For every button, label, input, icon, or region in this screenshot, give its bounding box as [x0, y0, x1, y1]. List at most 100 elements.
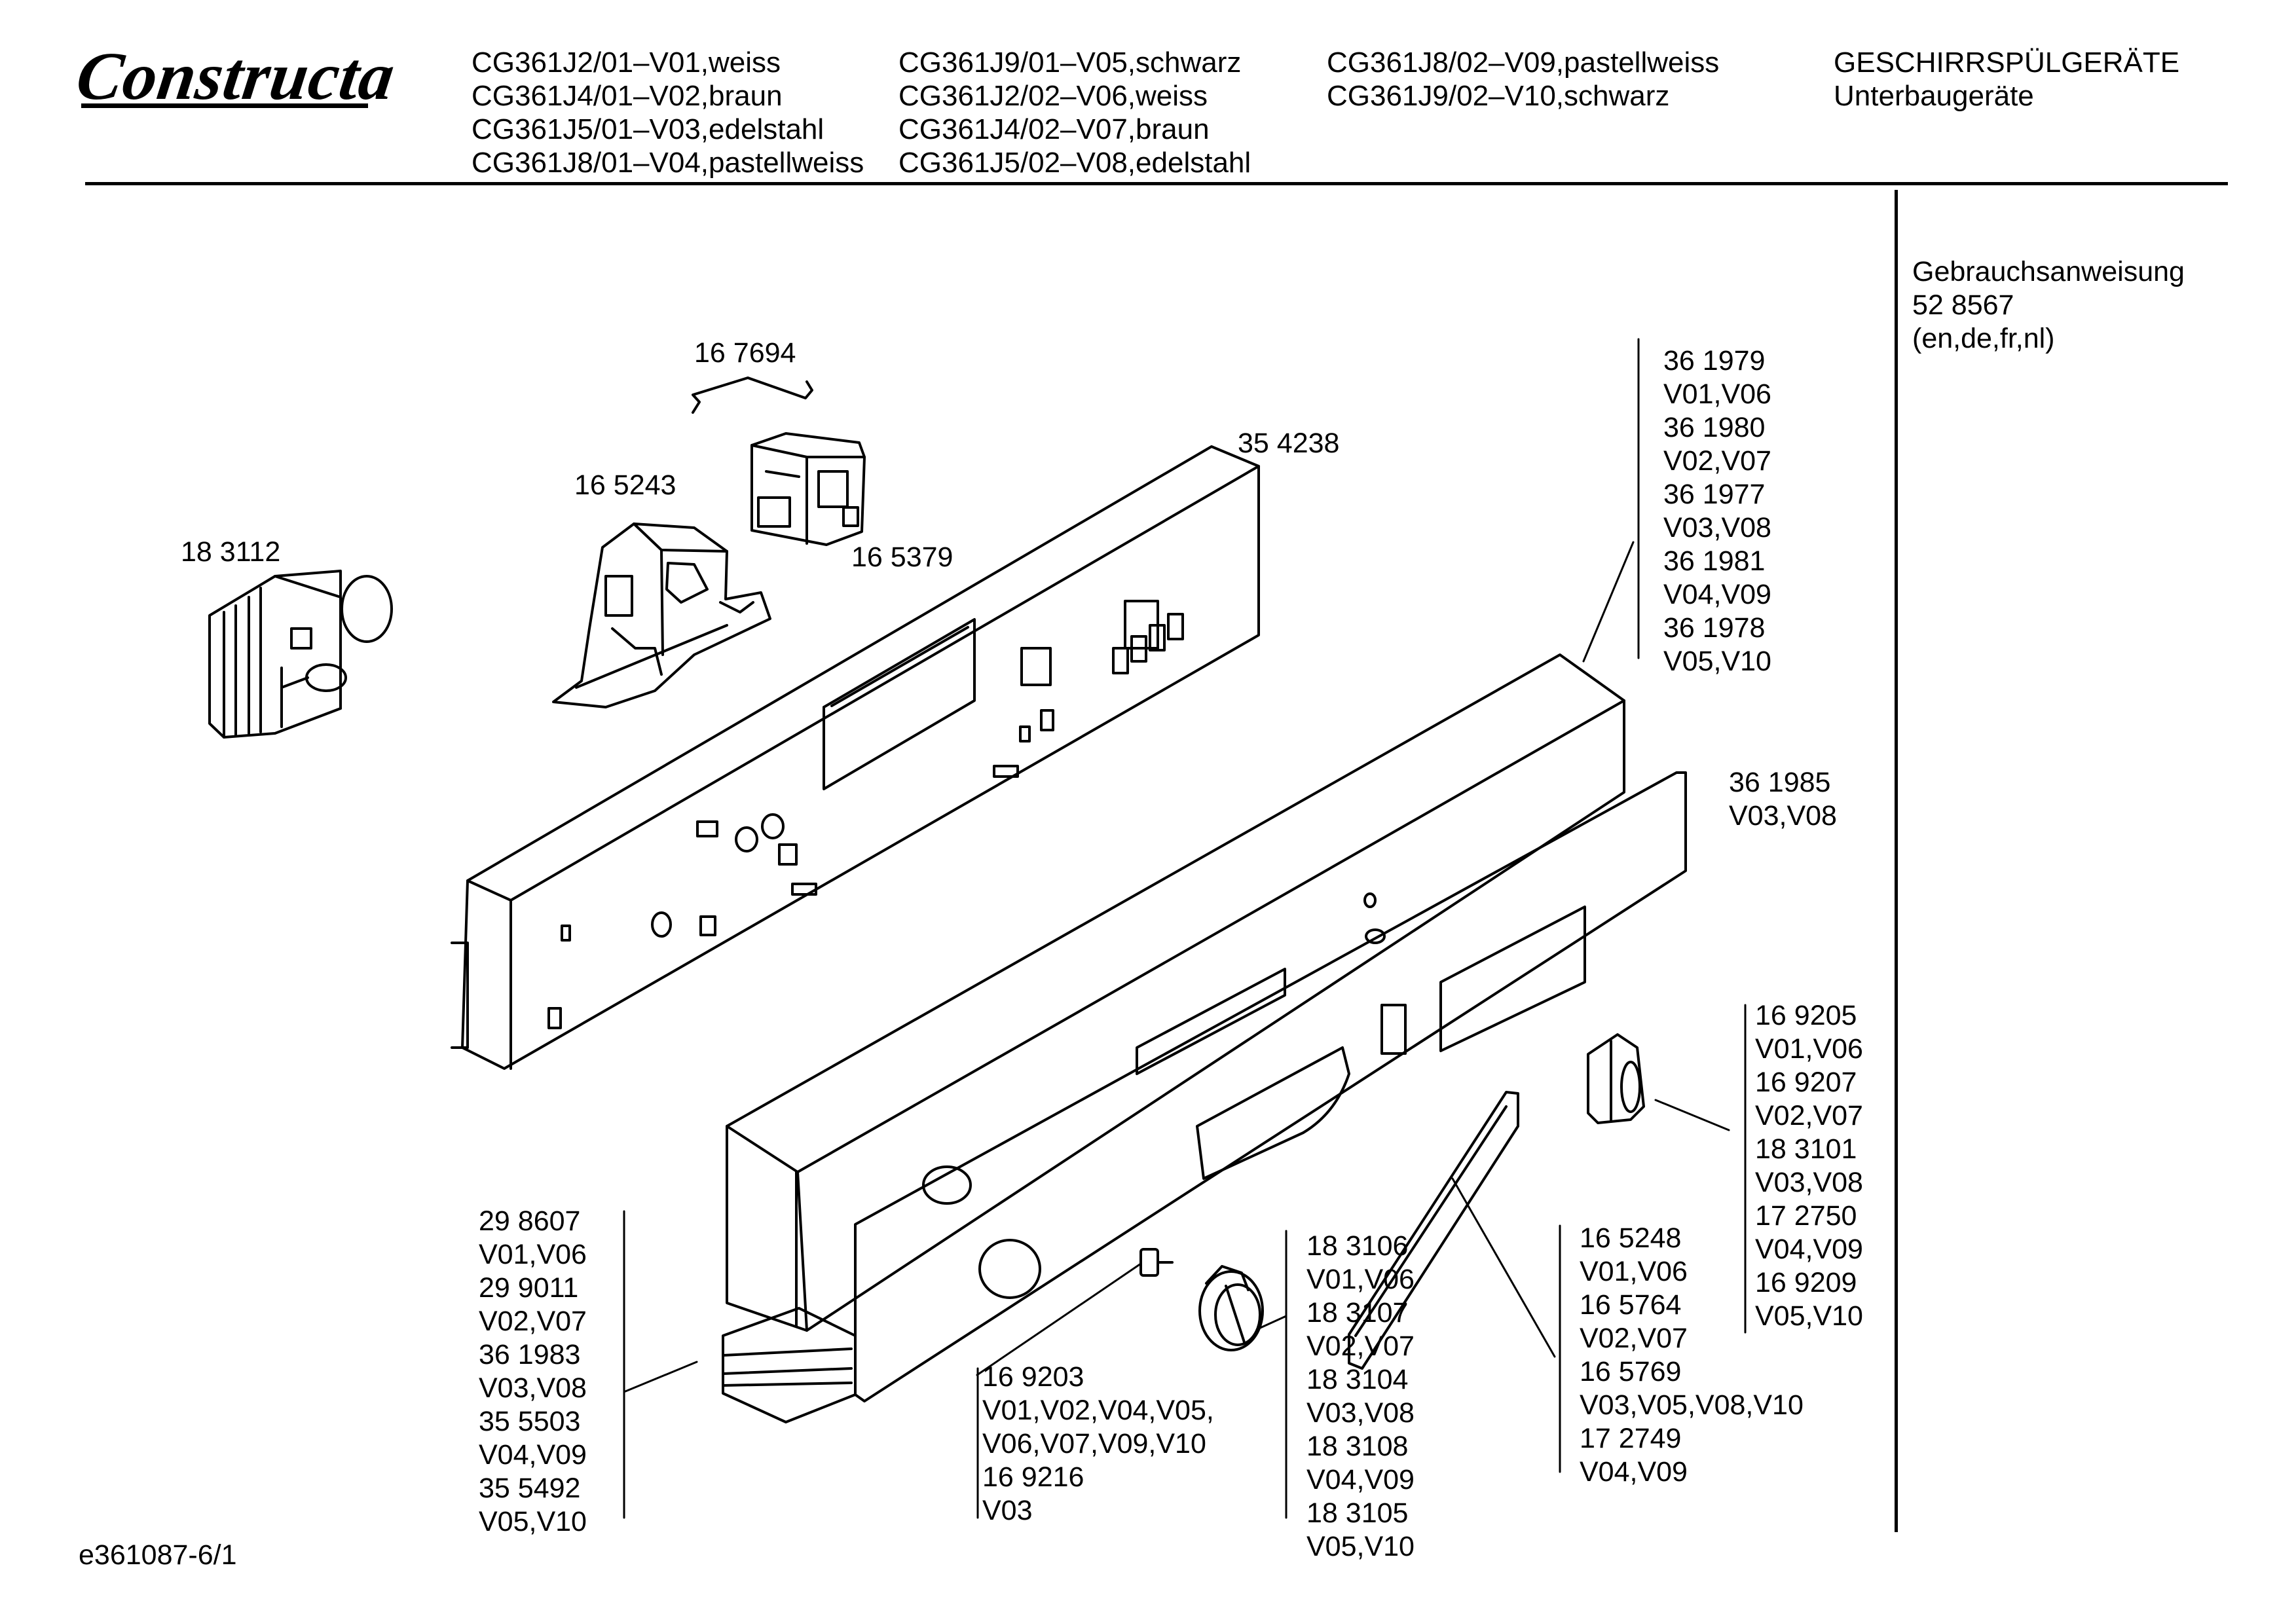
part-number: 16 9203 [982, 1361, 1084, 1393]
subcategory-title: Unterbaugeräte [1834, 80, 2034, 112]
manual-reference: Gebrauchsanweisung 52 8567 (en,de,fr,nl) [1912, 255, 2185, 356]
part-number: 35 5492 [479, 1473, 581, 1504]
push-button-part [1587, 1033, 1645, 1124]
variant-codes: V01,V02,V04,V05, [982, 1395, 1214, 1426]
variant-codes: V01,V06 [479, 1239, 587, 1270]
part-number: 18 3105 [1306, 1497, 1409, 1529]
model-line: CG361J9/01–V05,schwarz [898, 46, 1242, 79]
model-line: CG361J2/02–V06,weiss [898, 80, 1208, 112]
screw-part [1139, 1248, 1174, 1277]
part-number: 16 5248 [1580, 1222, 1682, 1254]
variant-codes: V05,V10 [1663, 646, 1771, 677]
part-number: 16 9207 [1755, 1067, 1857, 1098]
variant-codes: V01,V06 [1663, 378, 1771, 410]
variant-codes: V02,V07 [479, 1306, 587, 1337]
variant-codes: V02,V07 [1580, 1323, 1688, 1354]
logo-underline [81, 103, 368, 108]
part-number: 16 9209 [1755, 1267, 1857, 1298]
model-line: CG361J5/01–V03,edelstahl [472, 113, 824, 145]
part-number: 16 5769 [1580, 1356, 1682, 1387]
variant-codes: V04,V09 [1580, 1456, 1688, 1488]
manual-languages: (en,de,fr,nl) [1912, 323, 2055, 354]
model-line: CG361J9/02–V10,schwarz [1327, 80, 1670, 112]
manual-title: Gebrauchsanweisung [1912, 256, 2185, 287]
part-number: 29 8607 [479, 1205, 581, 1237]
manual-number: 52 8567 [1912, 289, 2014, 321]
timer-module-part [208, 570, 393, 739]
variant-codes: V04,V09 [1663, 579, 1771, 610]
variant-codes: V03,V08 [1755, 1167, 1863, 1198]
part-number: 36 1980 [1663, 412, 1766, 443]
variant-codes: V02,V07 [1306, 1330, 1415, 1362]
category-title: GESCHIRRSPÜLGERÄTE [1834, 46, 2180, 79]
part-number: 36 1983 [479, 1339, 581, 1370]
part-number: 18 3107 [1306, 1297, 1409, 1328]
cover-strip-part [1348, 1091, 1519, 1370]
variant-codes: V03,V08 [1306, 1397, 1415, 1429]
model-line: CG361J8/01–V04,pastellweiss [472, 147, 864, 179]
part-number: 36 1978 [1663, 612, 1766, 644]
button-variants-list: 16 9205 V01,V06 16 9207 V02,V07 18 3101 … [1755, 999, 1863, 1333]
part-number: 36 1979 [1663, 345, 1766, 376]
document-id: e361087-6/1 [79, 1539, 237, 1571]
control-panel-body-part [726, 653, 1625, 1332]
part-number: 16 9205 [1755, 1000, 1857, 1031]
leader-lines [623, 338, 1747, 1519]
part-number: 36 1985 [1729, 767, 1831, 798]
variant-codes: V03,V08 [479, 1372, 587, 1404]
part-number: 35 5503 [479, 1406, 581, 1437]
part-number: 16 5764 [1580, 1289, 1682, 1321]
screw-variants-list: 16 9203 V01,V02,V04,V05, V06,V07,V09,V10… [982, 1361, 1214, 1528]
front-panel-label: 36 1985 V03,V08 [1729, 766, 1837, 833]
switch-part [750, 432, 866, 546]
part-number: 36 1977 [1663, 479, 1766, 510]
part-number: 18 3108 [1306, 1431, 1409, 1462]
model-line: CG361J4/01–V02,braun [472, 80, 783, 112]
model-line: CG361J2/01–V01,weiss [472, 46, 781, 79]
part-label-354238: 35 4238 [1238, 428, 1340, 459]
wire-clip-part [692, 376, 813, 414]
rear-housing-part [451, 445, 1260, 1070]
rotary-knob-part [1198, 1265, 1264, 1351]
part-number: 29 9011 [479, 1272, 579, 1304]
insulation-variants-list: 29 8607 V01,V06 29 9011 V02,V07 36 1983 … [479, 1205, 587, 1539]
variant-codes: V03,V08 [1663, 512, 1771, 543]
variant-codes: V01,V06 [1755, 1033, 1863, 1065]
variant-codes: V05,V10 [479, 1506, 587, 1537]
part-label-165243: 16 5243 [574, 469, 676, 501]
variant-codes: V05,V10 [1755, 1300, 1863, 1332]
sidebar-divider [1895, 190, 1898, 1532]
part-label-165379: 16 5379 [851, 541, 954, 573]
variant-codes: V04,V09 [1755, 1234, 1863, 1265]
variant-codes: V01,V06 [1580, 1256, 1688, 1287]
knob-variants-list: 18 3106 V01,V06 18 3107 V02,V07 18 3104 … [1306, 1230, 1415, 1564]
part-number: 18 3104 [1306, 1364, 1409, 1395]
bracket-part [552, 522, 771, 708]
model-line: CG361J5/02–V08,edelstahl [898, 147, 1251, 179]
part-number: 18 3101 [1755, 1133, 1857, 1165]
panel-variants-list: 36 1979 V01,V06 36 1980 V02,V07 36 1977 … [1663, 344, 1771, 678]
variant-codes: V04,V09 [479, 1439, 587, 1471]
insulation-pads-part [722, 1307, 857, 1423]
model-line: CG361J8/02–V09,pastellweiss [1327, 46, 1720, 79]
header-rule [85, 182, 2228, 185]
variant-codes: V02,V07 [1663, 445, 1771, 477]
variant-codes: V03,V05,V08,V10 [1580, 1389, 1804, 1421]
part-number: 18 3106 [1306, 1230, 1409, 1262]
variant-codes: V03,V08 [1729, 800, 1837, 832]
part-number: 36 1981 [1663, 545, 1766, 577]
front-fascia-part [854, 771, 1687, 1402]
variant-codes: V03 [982, 1495, 1033, 1526]
variant-codes: V06,V07,V09,V10 [982, 1428, 1206, 1459]
variant-codes: V04,V09 [1306, 1464, 1415, 1495]
part-number: 17 2749 [1580, 1423, 1682, 1454]
part-number: 17 2750 [1755, 1200, 1857, 1232]
model-line: CG361J4/02–V07,braun [898, 113, 1210, 145]
variant-codes: V01,V06 [1306, 1264, 1415, 1295]
strip-variants-list: 16 5248 V01,V06 16 5764 V02,V07 16 5769 … [1580, 1222, 1804, 1489]
variant-codes: V05,V10 [1306, 1531, 1415, 1562]
part-label-167694: 16 7694 [694, 337, 796, 369]
part-number: 16 9216 [982, 1461, 1084, 1493]
part-label-183112: 18 3112 [181, 536, 281, 568]
